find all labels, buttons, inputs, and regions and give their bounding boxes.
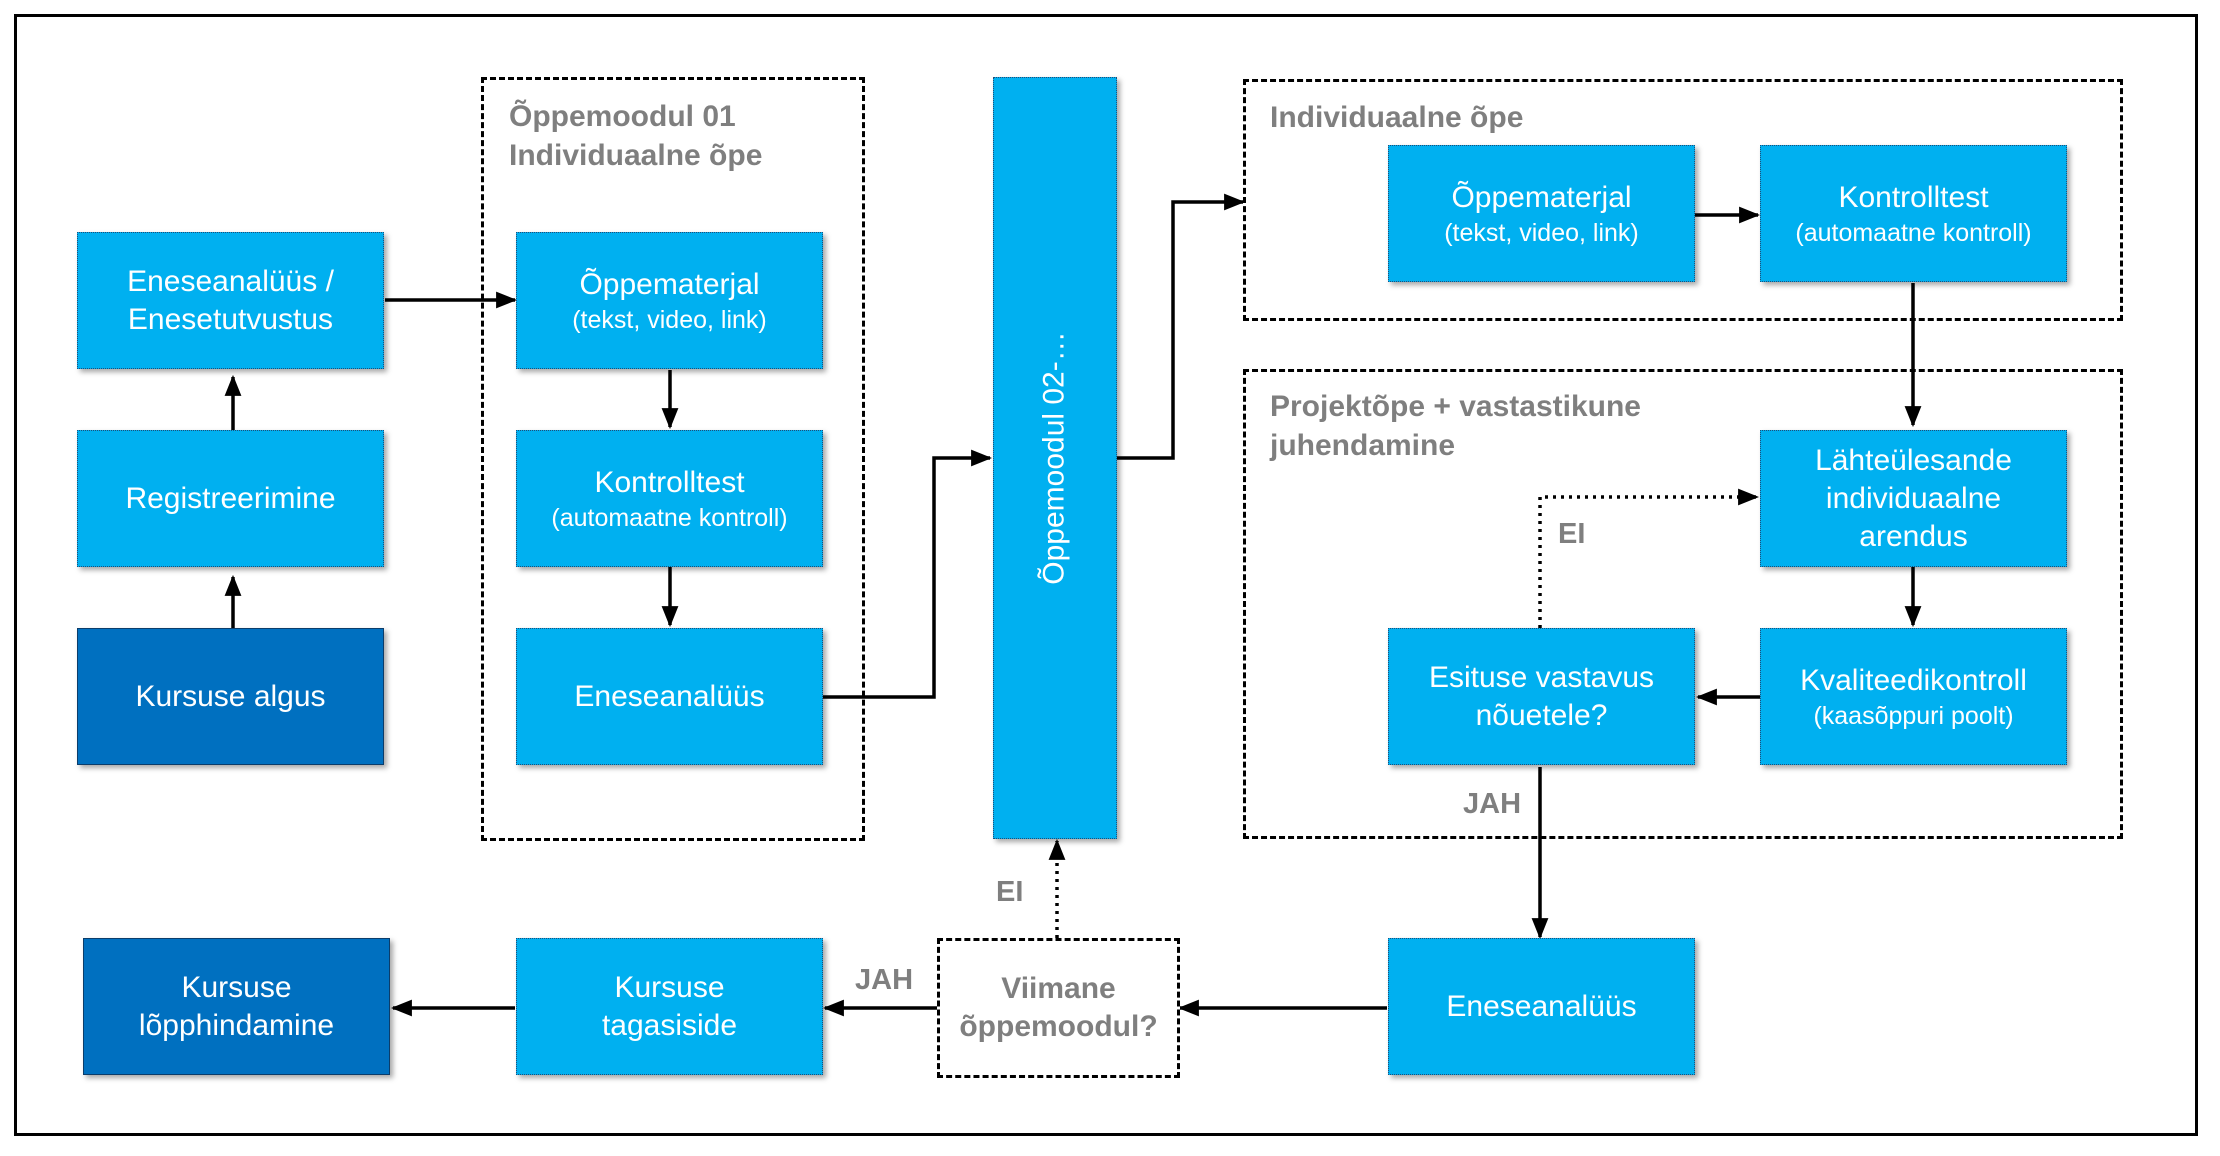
node-ind-test-subtitle: (automaatne kontroll) xyxy=(1795,218,2032,247)
node-last-module-decision: Viimane õppemoodul? xyxy=(937,938,1180,1078)
node-module02-title: Õppemoodul 02-… xyxy=(1038,331,1072,585)
node-registration-title: Registreerimine xyxy=(125,481,336,515)
arrow-m1-self-to-module02 xyxy=(823,449,993,699)
node-compliance-check: Esituse vastavus nõuetele? xyxy=(1388,628,1695,765)
label-compliance-yes: JAH xyxy=(1463,788,1522,820)
node-registration: Registreerimine xyxy=(77,430,384,567)
node-ind-material: Õppematerjal (tekst, video, link) xyxy=(1388,145,1695,282)
node-quality-control-title: Kvaliteedikontroll xyxy=(1800,663,2027,697)
arrow-module02-to-individual xyxy=(1117,193,1246,460)
node-task-development: Lähteülesande individuaalne arendus xyxy=(1760,430,2067,567)
outer-frame xyxy=(14,14,2198,1136)
node-final-grading: Kursuse lõpphindamine xyxy=(83,938,390,1075)
node-course-start-title: Kursuse algus xyxy=(135,679,326,713)
node-ind-test: Kontrolltest (automaatne kontroll) xyxy=(1760,145,2067,282)
node-m1-test-subtitle: (automaatne kontroll) xyxy=(551,503,788,532)
arrow-compliance-no xyxy=(1538,488,1760,628)
node-m1-test-title: Kontrolltest xyxy=(594,465,745,499)
node-ind-material-subtitle: (tekst, video, link) xyxy=(1444,218,1639,247)
node-self-analysis-intro: Eneseanalüüs / Enesetutvustus xyxy=(77,232,384,369)
group-module01-title: Õppemoodul 01 Individuaalne õpe xyxy=(509,100,763,172)
node-m1-material-title: Õppematerjal xyxy=(579,267,760,301)
node-quality-control: Kvaliteedikontroll (kaasõppuri poolt) xyxy=(1760,628,2067,765)
node-course-feedback: Kursuse tagasiside xyxy=(516,938,823,1075)
node-final-self-analysis-title: Eneseanalüüs xyxy=(1446,989,1637,1023)
node-m1-material: Õppematerjal (tekst, video, link) xyxy=(516,232,823,369)
node-ind-test-title: Kontrolltest xyxy=(1838,180,1989,214)
node-m1-material-subtitle: (tekst, video, link) xyxy=(572,305,767,334)
group-module01: Õppemoodul 01 Individuaalne õpe xyxy=(481,77,865,841)
node-quality-control-subtitle: (kaasõppuri poolt) xyxy=(1813,701,2014,730)
group-project: Projektõpe + vastastikune juhendamine xyxy=(1243,369,2123,839)
node-ind-material-title: Õppematerjal xyxy=(1451,180,1632,214)
node-task-development-title: Lähteülesande individuaalne arendus xyxy=(1815,443,2012,553)
node-self-analysis-intro-title: Eneseanalüüs / Enesetutvustus xyxy=(127,264,334,336)
node-module02: Õppemoodul 02-… xyxy=(993,77,1117,839)
node-course-feedback-title: Kursuse tagasiside xyxy=(601,970,738,1042)
group-individual-title: Individuaalne õpe xyxy=(1270,101,1524,134)
label-last-module-yes: JAH xyxy=(855,964,914,996)
node-m1-test: Kontrolltest (automaatne kontroll) xyxy=(516,430,823,567)
label-compliance-no: EI xyxy=(1558,518,1586,550)
label-last-module-no: EI xyxy=(996,876,1024,908)
node-course-start: Kursuse algus xyxy=(77,628,384,765)
node-final-grading-title: Kursuse lõpphindamine xyxy=(138,970,335,1042)
group-project-title: Projektõpe + vastastikune juhendamine xyxy=(1270,390,1641,462)
node-compliance-check-title: Esituse vastavus nõuetele? xyxy=(1428,660,1655,732)
node-m1-self-analysis: Eneseanalüüs xyxy=(516,628,823,765)
node-m1-self-analysis-title: Eneseanalüüs xyxy=(574,679,765,713)
node-final-self-analysis: Eneseanalüüs xyxy=(1388,938,1695,1075)
group-individual: Individuaalne õpe xyxy=(1243,79,2123,321)
